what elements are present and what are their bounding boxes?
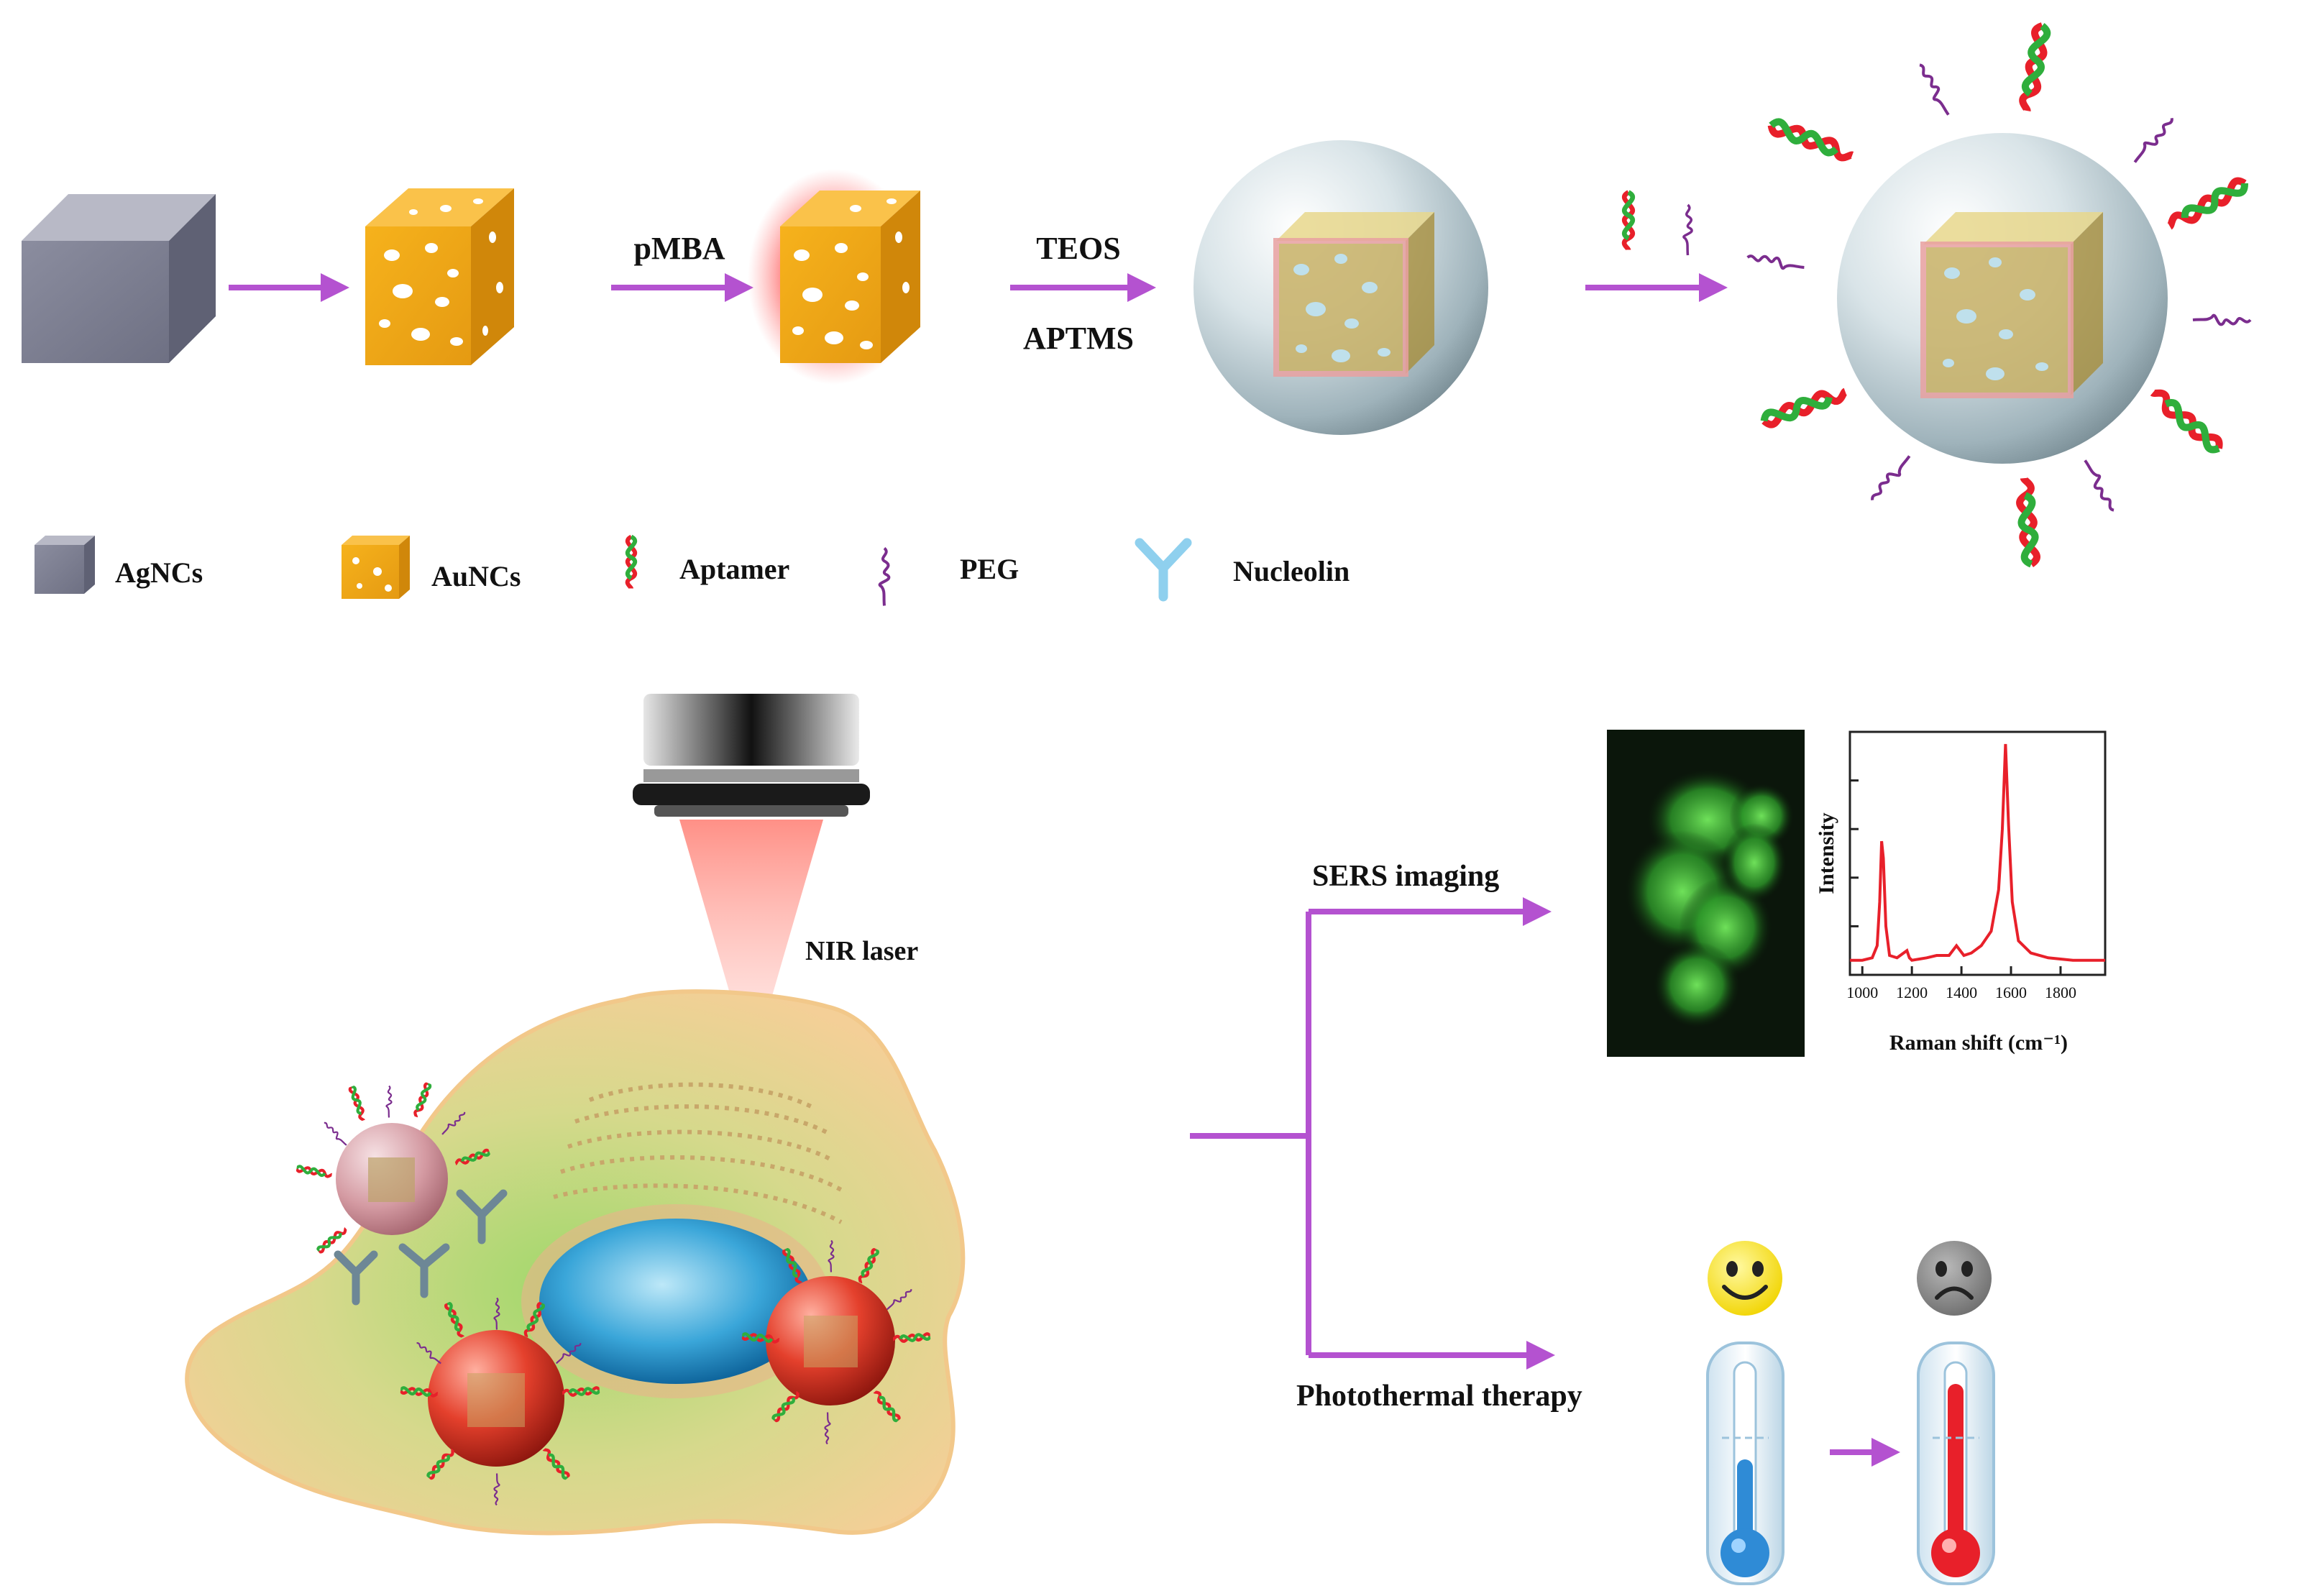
legend-agncs-icon (35, 536, 95, 594)
functionalized-particle (1747, 24, 2250, 564)
branch-connector (1190, 912, 1311, 1355)
sad-face-icon (1917, 1241, 1992, 1316)
aptms-label: APTMS (1023, 321, 1134, 356)
chart-x-tick-label: 1200 (1896, 983, 1928, 1001)
objective-lens (633, 694, 870, 817)
silica-coated-particle (1193, 140, 1488, 435)
nanoparticle-bound-1 (296, 1082, 508, 1306)
chart-x-tick-label: 1000 (1846, 983, 1878, 1001)
sers-imaging-label: SERS imaging (1312, 860, 1499, 893)
cancer-cell (185, 989, 966, 1536)
thermometer-hot-icon (1917, 1342, 1995, 1585)
legend-auncs-icon (342, 536, 410, 599)
aunc-cube (365, 188, 514, 365)
aunc-pmba-cube (748, 169, 920, 385)
legend-nucleolin-label: Nucleolin (1233, 555, 1350, 587)
legend-aptamer-icon (628, 537, 636, 589)
legend-nucleolin-icon (1135, 538, 1192, 602)
nanoparticle-internalized-1 (400, 1298, 600, 1505)
chart-x-tick-label: 1600 (1995, 983, 2027, 1001)
pmba-label: pMBA (633, 231, 725, 266)
teos-label: TEOS (1036, 231, 1120, 266)
spectrum-line (1850, 743, 2105, 962)
nanoparticle-internalized-2 (742, 1240, 930, 1444)
chart-x-tick-label: 1400 (1946, 983, 1977, 1001)
peg-reagent-icon (1682, 203, 1694, 257)
agnc-cube (22, 194, 216, 363)
legend-peg-icon (880, 549, 889, 606)
nir-laser-label: NIR laser (805, 936, 918, 966)
legend-agncs-label: AgNCs (115, 556, 203, 589)
photothermal-therapy-label: Photothermal therapy (1296, 1380, 1582, 1413)
chart-y-ticks (1850, 779, 1859, 927)
happy-face-icon (1708, 1241, 1782, 1316)
legend-aptamer-label: Aptamer (679, 553, 789, 585)
chart-x-axis-label: Raman shift (cm⁻¹) (1889, 1031, 2068, 1055)
legend-auncs-label: AuNCs (431, 560, 521, 592)
legend: AgNCs AuNCs Aptamer PEG Nucleolin (35, 536, 1350, 606)
chart-x-tick-label: 1800 (2045, 983, 2076, 1001)
aptamer-reagent-icon (1624, 193, 1633, 250)
chart-y-axis-label: Intensity (1815, 812, 1838, 894)
thermometer-cold-icon (1706, 1342, 1784, 1585)
chart-x-ticks: 1000 1200 1400 1600 1800 (1846, 966, 2076, 1001)
legend-peg-label: PEG (960, 553, 1019, 585)
chart-plot-frame (1848, 730, 2107, 976)
sers-image (1607, 730, 1805, 1057)
nir-laser-beam (679, 820, 823, 1068)
